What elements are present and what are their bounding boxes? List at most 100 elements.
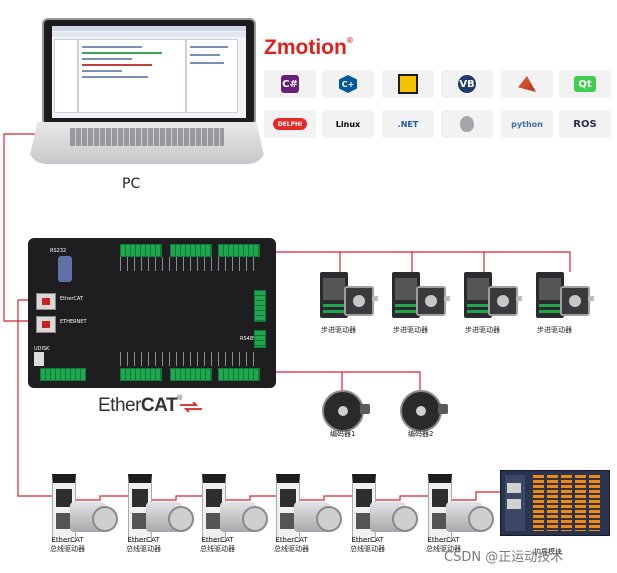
servo-motor	[70, 502, 118, 532]
ethercat-arrow-icon	[180, 402, 202, 412]
language-label-python: python	[511, 119, 543, 129]
servo-caption-protocol: EtherCAT	[201, 536, 234, 544]
delphi-icon: DELPHI	[273, 118, 307, 130]
language-label-delphi: DELPHI	[277, 120, 303, 128]
servo-caption-type: 总线驱动器	[274, 545, 309, 553]
servo-link-2	[150, 495, 202, 501]
language-tile-matlab	[501, 70, 553, 98]
ethercat-servo-3	[202, 474, 268, 542]
encoder-2	[400, 390, 450, 432]
ethercat-servo-6	[428, 474, 494, 542]
servo-caption-type: 总线驱动器	[50, 545, 85, 553]
language-tile-apple	[441, 110, 493, 138]
servo-caption-type: 总线驱动器	[200, 545, 235, 553]
zmotion-logo: Zmotion®	[264, 36, 353, 59]
servo-link-4	[298, 495, 352, 501]
encoder-caption: 编码器2	[408, 430, 434, 438]
ethercat-servo-4	[276, 474, 342, 542]
servo-caption-protocol: EtherCAT	[427, 536, 460, 544]
stepper-motor	[560, 286, 590, 316]
stepper-motor	[344, 286, 374, 316]
encoder-bus-wire	[262, 371, 421, 390]
csharp-icon: C#	[281, 75, 299, 93]
pc-ethercat-wire	[3, 133, 44, 322]
rs485-label: RS485	[240, 336, 257, 342]
servo-link-5	[374, 495, 428, 501]
servo-link-6	[450, 491, 502, 501]
stepper-caption: 步进驱动器	[321, 326, 356, 334]
servo-motor	[294, 502, 342, 532]
servo-caption-protocol: EtherCAT	[51, 536, 84, 544]
language-label-dotnet: .NET	[397, 119, 419, 129]
language-tile-ros: ROS	[559, 110, 611, 138]
servo-drive	[352, 474, 376, 542]
rs232-connector	[58, 256, 72, 282]
encoder-body	[322, 390, 364, 432]
servo-caption-protocol: EtherCAT	[275, 536, 308, 544]
language-tile-dotnet: .NET	[382, 110, 434, 138]
stepper-driver-box	[392, 272, 420, 318]
language-label-linux: Linux	[335, 119, 361, 129]
ethercat-port	[36, 293, 56, 310]
stepper-caption: 步进驱动器	[393, 326, 428, 334]
stepper-driver-4	[536, 272, 594, 342]
language-label-cpp: C+	[341, 79, 355, 89]
watermark: CSDN @正运动技术	[444, 550, 564, 565]
language-tile-vb: VB	[441, 70, 493, 98]
ethercat-port-label: EtherCAT	[60, 296, 83, 302]
ethercat-servo-5	[352, 474, 418, 542]
labview-icon	[398, 74, 418, 94]
stepper-caption: 步进驱动器	[465, 326, 500, 334]
language-tile-cpp: C+	[322, 70, 374, 98]
stepper-caption: 步进驱动器	[537, 326, 572, 334]
language-label-ros: ROS	[573, 118, 597, 130]
stepper-bus-wire	[262, 251, 571, 272]
laptop-screen	[42, 18, 256, 126]
stepper-driver-3	[464, 272, 522, 342]
ethercat-servo-2	[128, 474, 194, 542]
servo-motor	[370, 502, 418, 532]
motion-controller: RS232 EtherCAT ETHERNET RS485 UDISK	[28, 238, 276, 388]
stepper-driver-box	[536, 272, 564, 318]
stepper-motor	[488, 286, 518, 316]
ethernet-port	[36, 316, 56, 333]
io-expansion-module	[500, 470, 610, 536]
pc-label: PC	[122, 176, 141, 192]
cpp-icon: C+	[339, 75, 357, 93]
linux-icon: Linux	[336, 120, 360, 129]
servo-motor	[146, 502, 194, 532]
servo-motor	[446, 502, 494, 532]
stepper-driver-box	[320, 272, 348, 318]
ethercat-logo: EtherCAT®	[98, 395, 182, 416]
laptop-base	[28, 122, 266, 164]
servo-motor	[220, 502, 268, 532]
dotnet-icon: .NET	[398, 120, 419, 129]
language-tile-linux: Linux	[322, 110, 374, 138]
io-module-caption: 扩展模块	[534, 548, 562, 556]
servo-link-1	[74, 495, 128, 501]
servo-caption-type: 总线驱动器	[426, 545, 461, 553]
ethercat-chain-wire	[17, 300, 52, 497]
python-icon: python	[511, 120, 543, 129]
vb-icon: VB	[458, 75, 476, 93]
language-tile-python: python	[501, 110, 553, 138]
stepper-driver-2	[392, 272, 450, 342]
matlab-icon	[518, 76, 536, 92]
ethernet-port-label: ETHERNET	[60, 319, 87, 325]
encoder-caption: 编码器1	[330, 430, 356, 438]
stepper-motor	[416, 286, 446, 316]
apple-icon	[460, 116, 474, 132]
language-label-csharp: C#	[282, 78, 298, 90]
language-tile-labview	[382, 70, 434, 98]
stepper-driver-box	[464, 272, 492, 318]
language-tile-delphi: DELPHI	[264, 110, 316, 138]
ros-icon: ROS	[573, 119, 596, 130]
servo-caption-type: 总线驱动器	[350, 545, 385, 553]
stepper-driver-1	[320, 272, 378, 342]
ethercat-servo-1	[52, 474, 118, 542]
